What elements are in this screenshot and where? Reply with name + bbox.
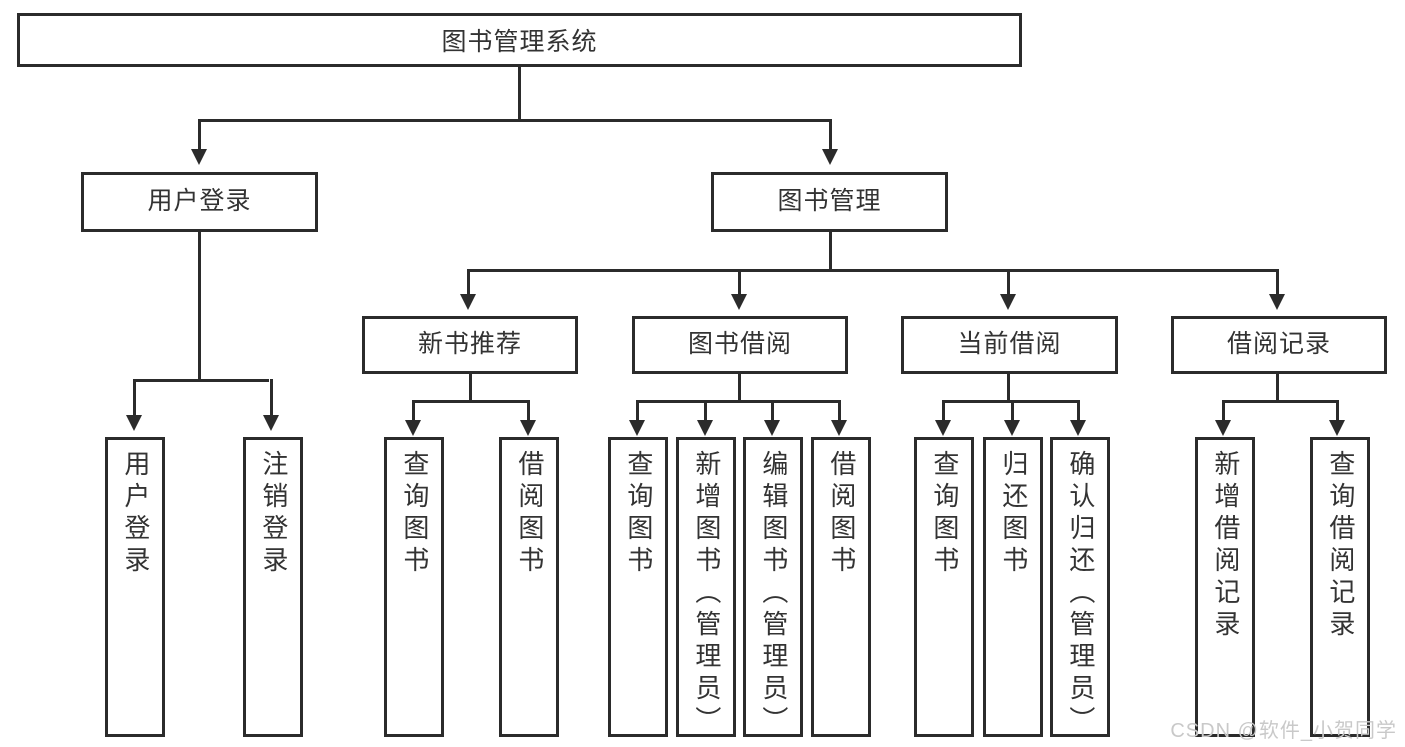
edge-borrow-record-stem <box>1276 374 1279 402</box>
leaf-book-borrow-query-book[interactable]: 查询图书 <box>608 437 668 737</box>
arrow-cb-to-leaf-1 <box>935 420 951 436</box>
leaf-new-book-query-book[interactable]: 查询图书 <box>384 437 444 737</box>
watermark: CSDN @软件_小贺同学 <box>1170 720 1397 742</box>
edge-new-book-stem <box>469 374 472 402</box>
leaf-label: 查询借阅记录 <box>1325 450 1356 642</box>
edge-root-to-user-login <box>198 119 201 151</box>
node-label: 新书推荐 <box>417 330 522 359</box>
edge-book-borrow-stem <box>738 374 741 402</box>
leaf-label: 借阅图书 <box>826 450 857 578</box>
arrow-bm-to-borrow-record <box>1269 294 1285 310</box>
edge-bm-to-current-borrow <box>1007 269 1010 296</box>
arrow-bm-to-current-borrow <box>1000 294 1016 310</box>
edge-new-book-to-leaf-1 <box>412 400 415 422</box>
node-label: 图书管理系统 <box>441 28 598 56</box>
leaf-book-borrow-add-book-admin[interactable]: 新增图书（管理员） <box>676 437 736 738</box>
edge-user-login-stem <box>198 232 201 382</box>
leaf-borrow-record-query-record[interactable]: 查询借阅记录 <box>1310 437 1370 737</box>
edge-cb-to-leaf-2 <box>1011 400 1014 422</box>
leaf-label: 新增借阅记录 <box>1210 450 1241 642</box>
edge-br-to-leaf-2 <box>1336 400 1339 422</box>
leaf-label: 查询图书 <box>929 450 960 578</box>
node-label: 图书借阅 <box>687 330 792 359</box>
edge-book-borrow-bus <box>636 400 841 403</box>
node-user-login[interactable]: 用户登录 <box>81 172 318 232</box>
edge-new-book-bus <box>412 400 530 403</box>
arrow-cb-to-leaf-2 <box>1004 420 1020 436</box>
edge-bm-to-borrow-record <box>1276 269 1279 296</box>
arrow-bb-to-leaf-2 <box>697 420 713 436</box>
leaf-label: 查询图书 <box>623 450 654 578</box>
leaf-borrow-record-add-record[interactable]: 新增借阅记录 <box>1195 437 1255 737</box>
node-root-book-management-system[interactable]: 图书管理系统 <box>17 13 1022 67</box>
leaf-label: 查询图书 <box>399 450 430 578</box>
node-book-borrow[interactable]: 图书借阅 <box>632 316 848 374</box>
leaf-label: 新增图书（管理员） <box>691 450 722 738</box>
edge-bb-to-leaf-1 <box>636 400 639 422</box>
edge-new-book-to-leaf-2 <box>527 400 530 422</box>
leaf-book-borrow-borrow-book[interactable]: 借阅图书 <box>811 437 871 737</box>
edge-root-to-book-management <box>829 119 832 151</box>
edge-bb-to-leaf-2 <box>704 400 707 422</box>
edge-cb-to-leaf-1 <box>942 400 945 422</box>
edge-cb-to-leaf-3 <box>1077 400 1080 422</box>
edge-br-to-leaf-1 <box>1222 400 1225 422</box>
arrow-bm-to-book-borrow <box>731 294 747 310</box>
node-current-borrow[interactable]: 当前借阅 <box>901 316 1118 374</box>
arrow-new-book-to-leaf-1 <box>405 420 421 436</box>
node-label: 用户登录 <box>147 187 252 216</box>
leaf-label: 确认归还（管理员） <box>1065 450 1096 738</box>
edge-user-login-to-leaf-2 <box>270 379 273 417</box>
edge-book-management-stem <box>829 232 832 271</box>
leaf-book-borrow-edit-book-admin[interactable]: 编辑图书（管理员） <box>743 437 803 738</box>
leaf-label: 借阅图书 <box>514 450 545 578</box>
arrow-br-to-leaf-2 <box>1329 420 1345 436</box>
edge-bb-to-leaf-4 <box>838 400 841 422</box>
leaf-user-login-login[interactable]: 用户登录 <box>105 437 165 737</box>
leaf-user-login-logout[interactable]: 注销登录 <box>243 437 303 737</box>
leaf-current-borrow-confirm-return-admin[interactable]: 确认归还（管理员） <box>1050 437 1110 738</box>
arrow-bb-to-leaf-3 <box>764 420 780 436</box>
arrow-br-to-leaf-1 <box>1215 420 1231 436</box>
edge-book-management-bus <box>467 269 1279 272</box>
edge-user-login-bus <box>133 379 269 382</box>
node-label: 借阅记录 <box>1226 330 1331 359</box>
arrow-root-to-user-login <box>191 149 207 165</box>
arrow-user-login-to-leaf-1 <box>126 415 142 431</box>
edge-bm-to-book-borrow <box>738 269 741 296</box>
node-label: 当前借阅 <box>957 330 1062 359</box>
edge-bm-to-new-book <box>467 269 470 296</box>
arrow-bm-to-new-book <box>460 294 476 310</box>
node-borrow-record[interactable]: 借阅记录 <box>1171 316 1387 374</box>
leaf-label: 注销登录 <box>258 450 289 578</box>
edge-root-bus <box>198 119 832 122</box>
arrow-root-to-book-management <box>822 149 838 165</box>
edge-borrow-record-bus <box>1222 400 1339 403</box>
arrow-cb-to-leaf-3 <box>1070 420 1086 436</box>
leaf-current-borrow-query-book[interactable]: 查询图书 <box>914 437 974 737</box>
edge-root-stem <box>518 67 521 119</box>
edge-current-borrow-stem <box>1007 374 1010 402</box>
node-label: 图书管理 <box>777 187 882 216</box>
edge-current-borrow-bus <box>942 400 1079 403</box>
leaf-current-borrow-return-book[interactable]: 归还图书 <box>983 437 1043 737</box>
arrow-user-login-to-leaf-2 <box>263 415 279 431</box>
leaf-label: 编辑图书（管理员） <box>758 450 789 738</box>
arrow-new-book-to-leaf-2 <box>520 420 536 436</box>
edge-bb-to-leaf-3 <box>771 400 774 422</box>
edge-user-login-to-leaf-1 <box>133 379 136 417</box>
arrow-bb-to-leaf-1 <box>629 420 645 436</box>
leaf-label: 用户登录 <box>120 450 151 578</box>
arrow-bb-to-leaf-4 <box>831 420 847 436</box>
leaf-label: 归还图书 <box>998 450 1029 578</box>
node-book-management[interactable]: 图书管理 <box>711 172 948 232</box>
leaf-new-book-borrow-book[interactable]: 借阅图书 <box>499 437 559 737</box>
node-new-book-recommendation[interactable]: 新书推荐 <box>362 316 578 374</box>
